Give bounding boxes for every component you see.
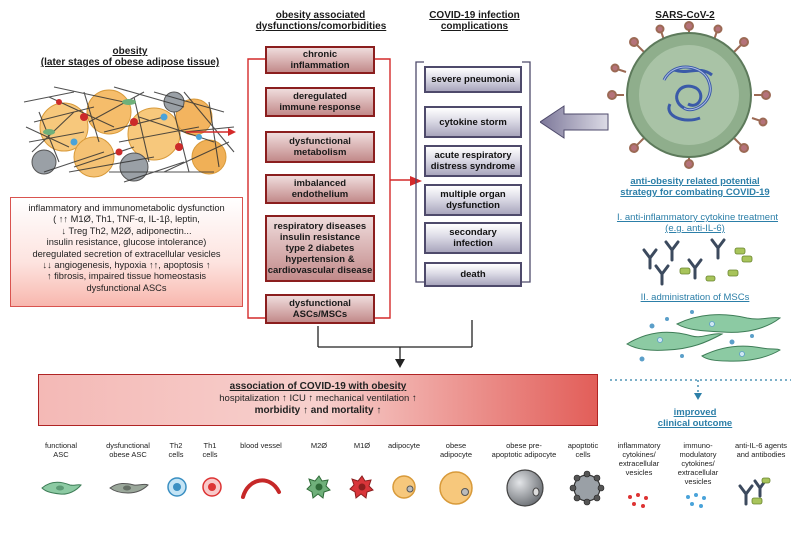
legend-label: apoptotic cells <box>567 441 599 459</box>
obesity-description-line: insulin resistance, glucose intolerance) <box>46 237 207 248</box>
dysfunctions-title-line1: obesity associated <box>275 10 366 21</box>
covid-cytokine-storm: cytokine storm <box>424 106 522 138</box>
m2-macrophage-icon <box>306 475 331 499</box>
obesity-description-line: dysfunctional ASCs <box>86 282 167 293</box>
dysfunction-endothelium: imbalanced endothelium <box>265 174 375 204</box>
inflammatory-cytokines-icon <box>628 493 648 508</box>
covid-ards: acute respiratory distress syndrome <box>424 145 522 177</box>
obesity-subtitle: (later stages of obese adipose tissue) <box>40 57 220 68</box>
covid-title-line2: complications <box>440 21 509 32</box>
th2-cell-icon <box>167 477 187 497</box>
obesity-description-line: ↓ Treg Th2, M2Ø, adiponectin... <box>61 225 192 236</box>
dysfunctions-title-line2: dysfunctions/comorbidities <box>255 21 387 32</box>
legend-label: functional ASC <box>44 441 78 459</box>
dotted-outcome-arrow <box>610 379 791 400</box>
legend-label: adipocyte <box>387 441 421 450</box>
th1-cell-icon <box>202 477 222 497</box>
legend-label: dysfunctional obese ASC <box>106 441 150 459</box>
legend-label: anti-IL-6 agents and antibodies <box>734 441 788 459</box>
virus-arrow <box>540 105 609 139</box>
functional-asc-icon <box>41 481 82 495</box>
association-title: association of COVID-19 with obesity <box>229 381 407 392</box>
arrow-obesity-to-dysfunctions <box>186 128 236 136</box>
anti-il6-antibodies-illustration <box>642 238 753 286</box>
adipocyte-icon <box>392 475 416 499</box>
dysfunction-ascs-mscs: dysfunctional ASCs/MSCs <box>265 294 375 324</box>
obese-adipocyte-icon <box>439 471 473 505</box>
strategy-title-line1: anti-obesity related potential <box>630 176 760 187</box>
obesity-description-line: ↑ fibrosis, impaired tissue homeostasis <box>46 271 207 282</box>
dysfunctional-asc-icon <box>109 482 149 494</box>
obesity-description-line: deregulated secretion of extracellular v… <box>32 248 221 259</box>
association-box: association of COVID-19 with obesity hos… <box>38 374 598 426</box>
sars-title: SARS-CoV-2 <box>655 10 715 21</box>
obesity-title: obesity <box>112 46 148 57</box>
obesity-description-line: inflammatory and immunometabolic dysfunc… <box>28 203 225 213</box>
legend-label: inflammatory cytokines/ extracellular ve… <box>617 441 661 477</box>
covid-bracket <box>415 61 531 283</box>
legend-label: M2Ø <box>310 441 328 450</box>
dysfunction-metabolism: dysfunctional metabolism <box>265 131 375 163</box>
legend-label: Th1 cells <box>202 441 218 459</box>
apoptotic-cells-icon <box>569 470 605 506</box>
strategy-title-line2: strategy for combating COVID-19 <box>620 187 770 198</box>
association-line2: hospitalization ↑ ICU ↑ mechanical venti… <box>219 393 417 404</box>
covid-title-line1: COVID-19 infection <box>429 10 520 21</box>
pre-apoptotic-adipocyte-icon <box>506 469 544 507</box>
strategy-item1-line1: I. anti-inflammatory cytokine treatment <box>616 212 779 223</box>
anti-il6-icon <box>738 477 771 506</box>
outcome-line1: improved <box>673 407 717 418</box>
converging-arrow <box>317 320 473 368</box>
outcome-line2: clinical outcome <box>657 418 733 429</box>
legend-label: immuno- modulatory cytokines/ extracellu… <box>677 441 719 486</box>
dysfunction-comorbidities: respiratory diseases insulin resistance … <box>265 215 375 282</box>
obesity-description-line: ( ↑↑ M1Ø, Th1, TNF-α, IL-1β, leptin, <box>53 214 200 225</box>
m1-macrophage-icon <box>349 475 374 499</box>
association-line3: morbidity ↑ and mortality ↑ <box>254 405 382 416</box>
dysfunction-immune-response: deregulated immune response <box>265 87 375 117</box>
legend-label: obese pre- apoptotic adipocyte <box>491 441 557 459</box>
strategy-item1-line2: (e.g. anti-IL-6) <box>665 223 725 234</box>
covid-multiple-organ-dysfunction: multiple organ dysfunction <box>424 184 522 216</box>
obesity-description-box: inflammatory and immunometabolic dysfunc… <box>10 197 243 307</box>
covid-severe-pneumonia: severe pneumonia <box>424 66 522 93</box>
legend-label: Th2 cells <box>168 441 184 459</box>
legend-label: blood vessel <box>240 441 282 450</box>
covid-death: death <box>424 262 522 287</box>
obesity-description-text: inflammatory and immunometabolic dysfunc… <box>11 198 242 294</box>
immunomodulatory-cytokines-icon <box>686 493 706 508</box>
covid-secondary-infection: secondary infection <box>424 222 522 254</box>
sars-cov-2-virus-icon <box>607 21 771 169</box>
obese-adipose-tissue-illustration <box>23 86 235 183</box>
legend-label: obese adipocyte <box>439 441 473 459</box>
obesity-description-line: ↓↓ angiogenesis, hypoxia ↑↑, apoptosis ↑ <box>42 260 211 271</box>
dysfunction-chronic-inflammation: chronic inflammation <box>265 46 375 74</box>
legend-label: M1Ø <box>353 441 371 450</box>
strategy-item2: II. administration of MSCs <box>640 292 750 303</box>
mscs-illustration <box>626 310 782 362</box>
blood-vessel-icon <box>241 478 281 499</box>
